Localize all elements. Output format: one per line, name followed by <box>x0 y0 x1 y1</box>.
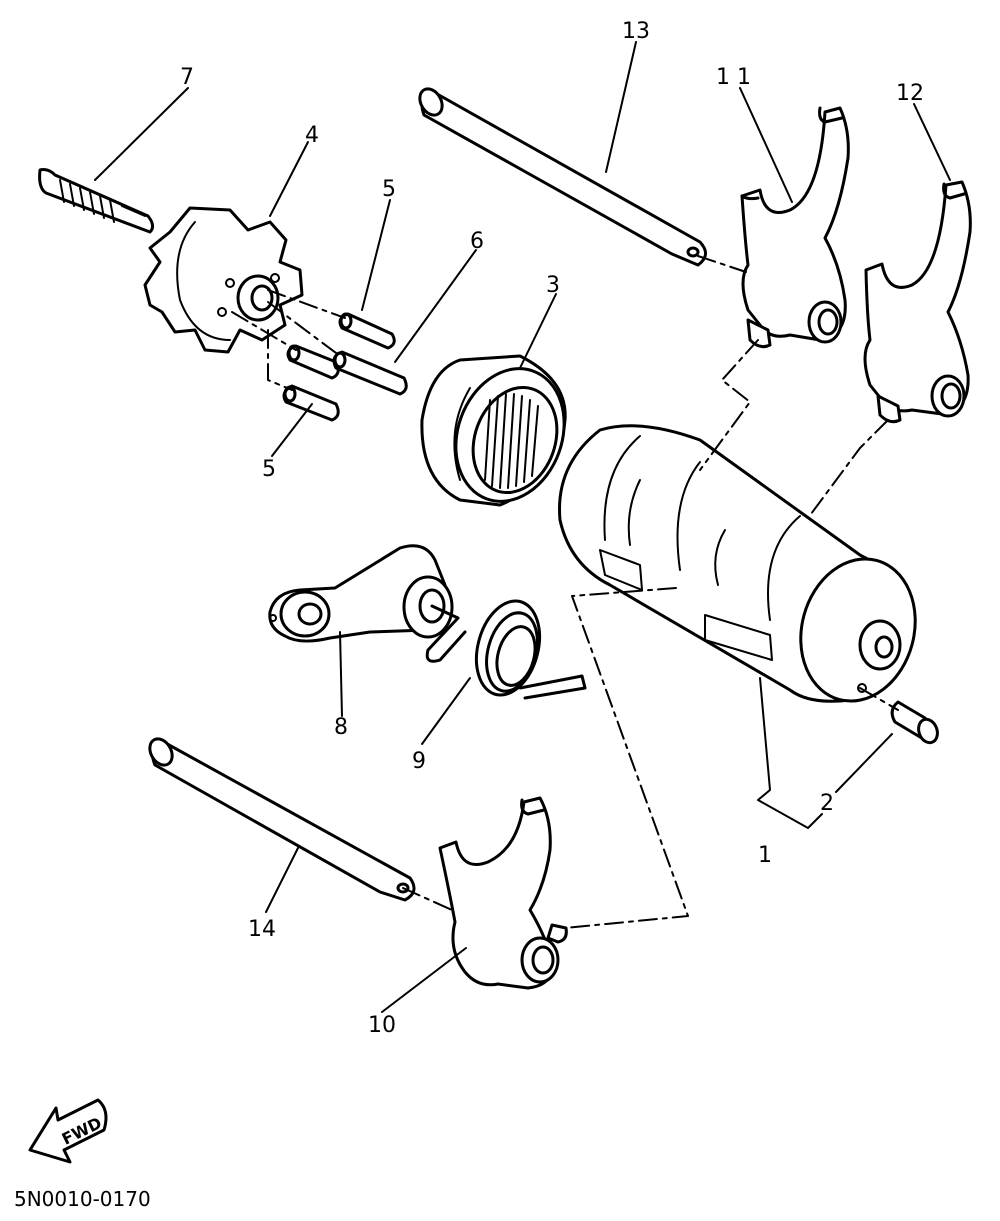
assembly-lines <box>402 255 899 929</box>
label-8: 8 <box>334 715 348 740</box>
label-9: 9 <box>412 749 426 774</box>
shift-fork-10[interactable] <box>438 796 568 990</box>
bearing-3[interactable] <box>420 353 582 516</box>
shift-fork-shaft-13[interactable] <box>415 85 707 267</box>
label-12: 12 <box>896 81 924 106</box>
label-4: 4 <box>305 123 319 148</box>
shift-fork-12[interactable] <box>863 180 972 424</box>
segment-4[interactable] <box>143 206 304 354</box>
label-11: 1 1 <box>716 65 751 90</box>
label-7: 7 <box>180 65 194 90</box>
bolt-7[interactable] <box>38 168 155 234</box>
shift-fork-shaft-14[interactable] <box>145 735 416 902</box>
pin-6[interactable] <box>332 350 408 396</box>
stopper-lever-8[interactable] <box>268 544 454 643</box>
label-10: 10 <box>368 1013 396 1038</box>
assembly-lines-segment <box>231 289 346 391</box>
label-6: 6 <box>470 229 484 254</box>
label-2: 2 <box>820 791 834 816</box>
drawing-code: 5N0010-0170 <box>14 1187 151 1211</box>
dowel-pin-5b[interactable] <box>282 384 340 422</box>
shift-drum-1[interactable] <box>558 424 931 714</box>
label-1: 1 <box>758 843 772 868</box>
part-labels: 7 4 5 5 6 3 13 1 1 12 8 9 2 1 14 10 <box>180 19 924 1038</box>
label-5-top: 5 <box>382 177 396 202</box>
shift-fork-11[interactable] <box>740 106 850 349</box>
leader-lines <box>94 41 951 1013</box>
torsion-spring-9[interactable] <box>425 594 587 702</box>
pin-2[interactable] <box>890 700 940 745</box>
label-3: 3 <box>546 273 560 298</box>
label-13: 13 <box>622 19 650 44</box>
dowel-pin-5a[interactable] <box>338 312 396 350</box>
fwd-arrow-icon: FWD <box>28 1098 108 1164</box>
label-5-bottom: 5 <box>262 457 276 482</box>
label-14: 14 <box>248 917 276 942</box>
